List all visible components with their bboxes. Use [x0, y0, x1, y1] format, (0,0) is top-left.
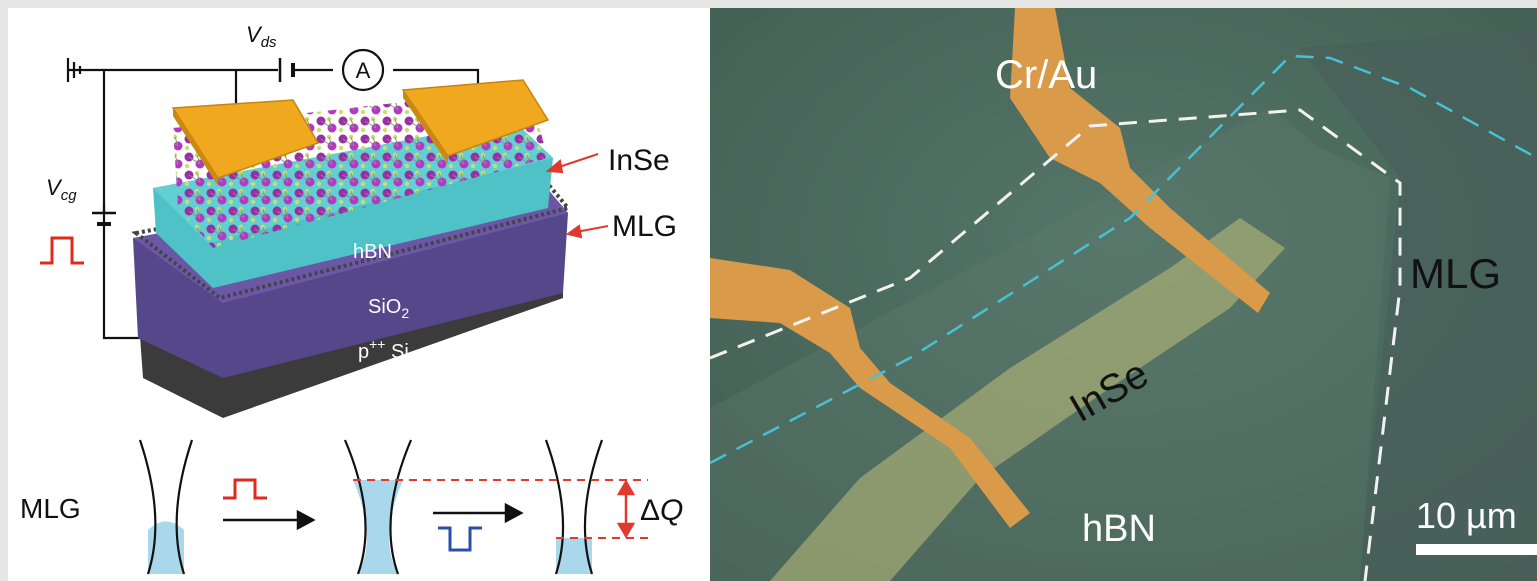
sio2-label: SiO2: [368, 296, 409, 321]
schematic-panel: A Vds Vcg: [8, 8, 710, 581]
vds-label: Vds: [246, 22, 277, 51]
gate-pulse-icon: [40, 236, 84, 265]
electrode-1: [710, 258, 1030, 528]
inse-label: InSe: [608, 144, 670, 177]
hbn-boundary: [710, 108, 1402, 581]
micrograph-panel: Cr/Au MLG InSe hBN 10 µm: [710, 8, 1537, 581]
annotation-arrows: [545, 153, 609, 239]
micro-mlg-label: MLG: [1410, 250, 1501, 297]
dirac-cone-1: [138, 439, 194, 575]
ammeter-label: A: [356, 58, 371, 83]
delta-q-arrow: [616, 479, 636, 539]
battery-vcg-icon: [92, 211, 116, 226]
scale-label: 10 µm: [1416, 495, 1517, 536]
dirac-cone-3: [544, 439, 604, 575]
arrow-1: [223, 509, 316, 531]
schematic-svg: A Vds Vcg: [20, 22, 683, 575]
psi-label: p++ Si: [358, 336, 409, 363]
vcg-label: Vcg: [46, 175, 77, 204]
hbn-label: hBN: [353, 241, 392, 263]
pulse-down-icon: [438, 526, 482, 552]
crau-label: Cr/Au: [995, 53, 1097, 97]
electrode-2: [1010, 8, 1270, 313]
delta-q-label: ΔQ: [640, 494, 683, 527]
micrograph-svg: Cr/Au MLG InSe hBN 10 µm: [710, 8, 1537, 581]
mlg-label: MLG: [612, 210, 677, 243]
device-stack: [131, 79, 572, 418]
inse-flake: [770, 218, 1285, 581]
fermi-level-lines: [353, 479, 648, 539]
ground-icon: [66, 58, 82, 82]
mlg-boundary: [710, 54, 1537, 465]
scale-bar: [1416, 544, 1537, 555]
arrow-2: [433, 502, 524, 524]
ammeter-icon: A: [341, 48, 385, 92]
band-mlg-label: MLG: [20, 493, 81, 524]
micro-hbn-label: hBN: [1082, 508, 1156, 550]
mlg-region: [1300, 28, 1537, 581]
dirac-cone-2: [343, 439, 413, 575]
battery-vds-icon: [278, 58, 295, 82]
pulse-up-icon: [223, 478, 267, 500]
